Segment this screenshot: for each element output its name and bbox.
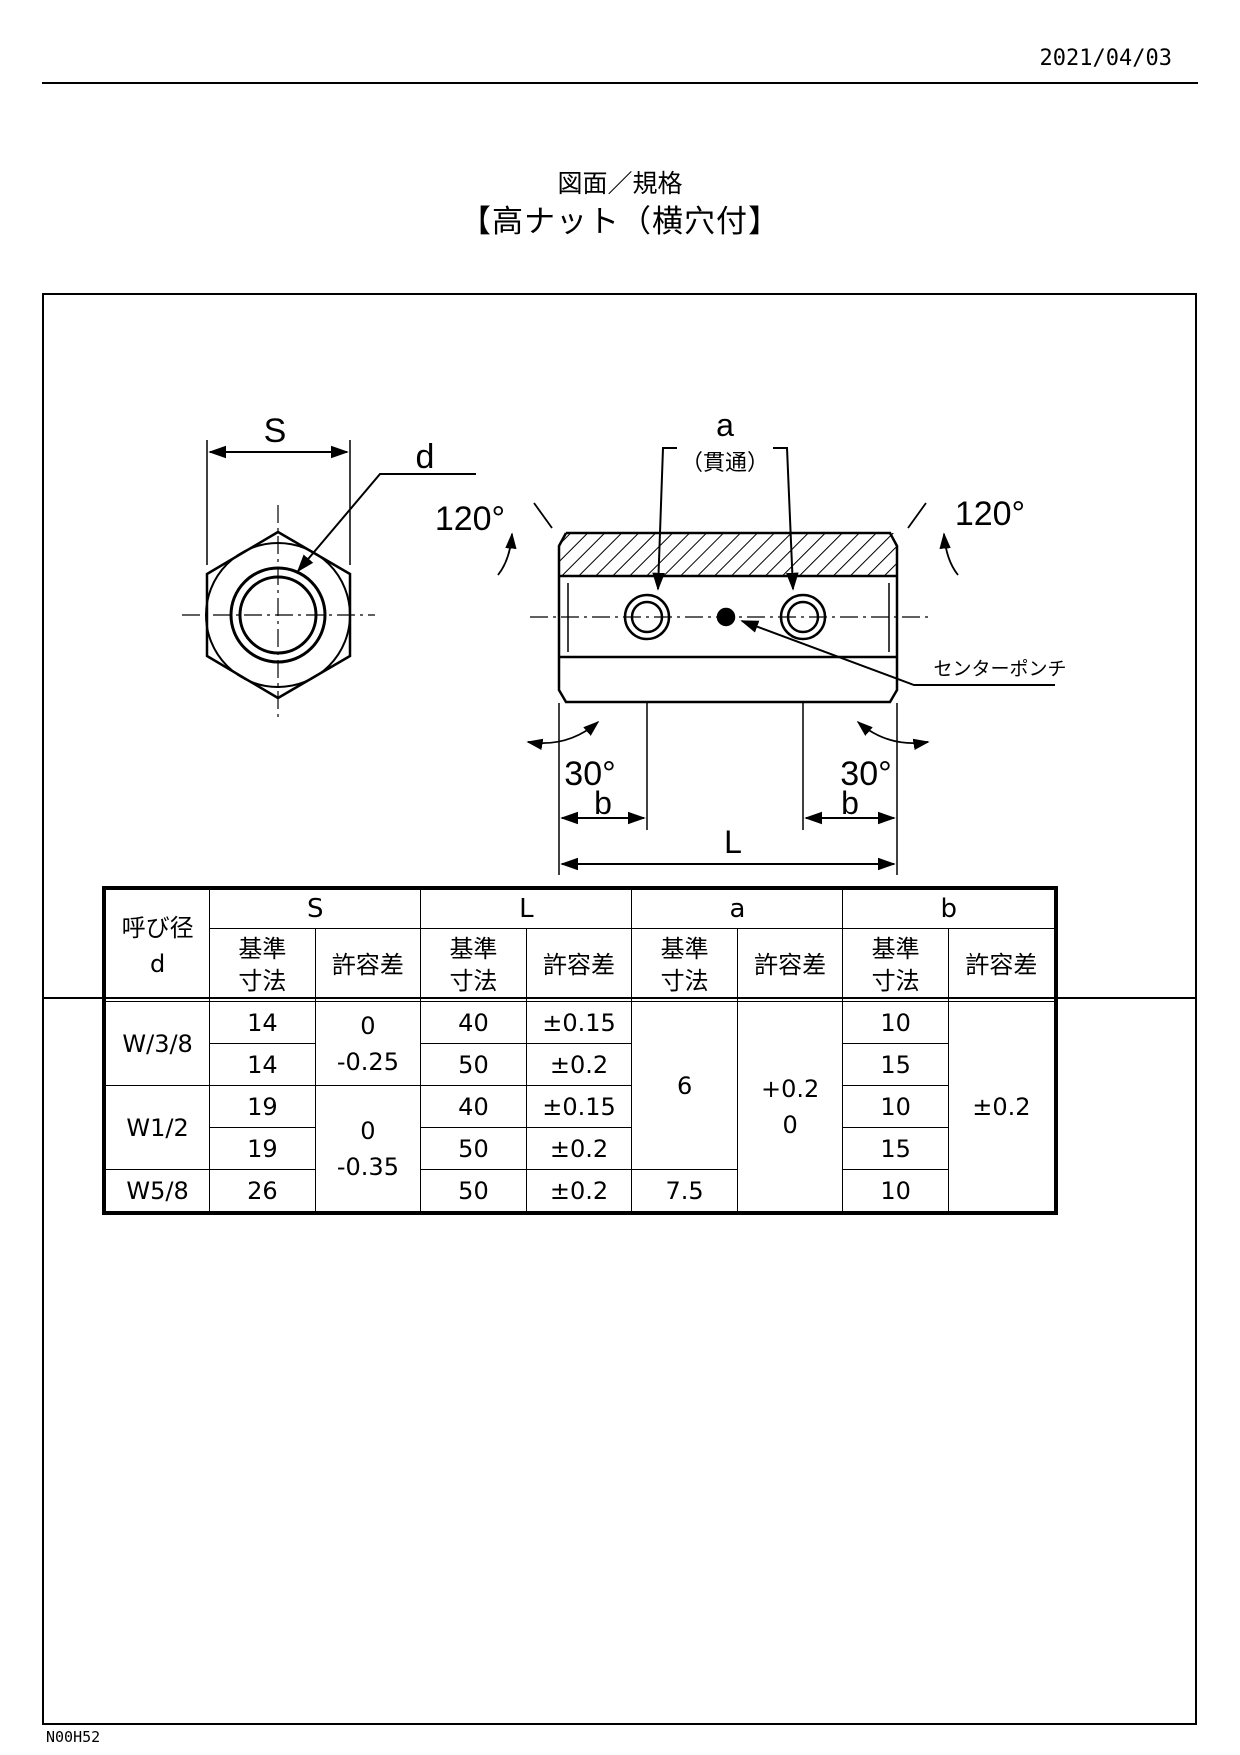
center-punch-leader <box>740 620 1055 686</box>
a-leader-left <box>652 447 677 591</box>
l-base-cell: 50 <box>420 1169 527 1214</box>
l-base-cell: 40 <box>420 1001 527 1044</box>
header-s-tol: 許容差 <box>314 928 422 1002</box>
header-b-base: 基準寸法 <box>842 928 949 1002</box>
a-base-cell: 7.5 <box>631 1169 738 1214</box>
document-date: 2021/04/03 <box>1039 46 1172 71</box>
cross-hole-right <box>779 593 827 641</box>
angle-label-right: 120° <box>955 495 1025 533</box>
technical-drawing: S d a （貫通） 120° 120° センターポン <box>182 407 1067 875</box>
table-row: 19 50 ±0.2 15 <box>104 1127 1056 1170</box>
table-row: W5/8 26 50 ±0.2 7.5 10 <box>103 1169 1056 1214</box>
s-base-cell: 19 <box>209 1085 316 1128</box>
l-tol-cell: ±0.2 <box>525 1169 633 1214</box>
l-tol-cell: ±0.2 <box>525 1127 633 1170</box>
b-base-cell: 15 <box>842 1127 949 1170</box>
nominal-cell: W/3/8 <box>103 1001 211 1086</box>
b-base-cell: 10 <box>842 1001 949 1044</box>
chamfer-label-right: 30° <box>840 755 891 793</box>
b-base-cell: 10 <box>842 1085 949 1128</box>
product-title: 【高ナット（横穴付】 <box>460 204 780 240</box>
header-a: a <box>631 887 844 929</box>
b-base-cell: 15 <box>842 1043 949 1086</box>
l-base-cell: 50 <box>420 1043 527 1086</box>
l-base-cell: 50 <box>420 1127 527 1170</box>
l-tol-cell: ±0.15 <box>525 1001 633 1044</box>
nut-side-view <box>497 447 1055 875</box>
header-l: L <box>420 887 633 929</box>
l-tol-cell: ±0.2 <box>525 1043 633 1086</box>
b-base-cell: 10 <box>842 1169 949 1214</box>
a-base-cell: 6 <box>631 1001 738 1170</box>
a-leader-right <box>773 447 799 591</box>
table-row: 14 50 ±0.2 15 <box>104 1043 1056 1086</box>
document-code: N00H52 <box>46 1728 101 1746</box>
section-hatch <box>560 533 896 576</box>
d-label: d <box>416 438 435 476</box>
s-base-cell: 14 <box>209 1043 316 1086</box>
nut-outline <box>557 531 899 704</box>
s-base-cell: 14 <box>209 1001 316 1044</box>
l-base-cell: 40 <box>420 1085 527 1128</box>
l-label: L <box>724 824 742 860</box>
nominal-cell: W5/8 <box>103 1169 211 1214</box>
a-through-note: （貫通） <box>681 451 769 476</box>
header-nominal-size: 呼び径 d <box>103 887 211 1002</box>
table-row: W1/2 19 0-0.35 40 ±0.15 10 <box>103 1085 1056 1214</box>
header-a-base: 基準寸法 <box>631 928 738 1002</box>
spec-table: 呼び径 d S L a b 基準寸法 許容差 基準寸法 許容差 基準寸法 許容差… <box>102 886 1058 1215</box>
s-base-cell: 19 <box>209 1127 316 1170</box>
cross-hole-left <box>623 593 671 641</box>
s-tol-cell: 0-0.35 <box>314 1085 422 1214</box>
header-a-tol: 許容差 <box>736 928 844 1002</box>
angle-label-left: 120° <box>435 500 505 538</box>
center-punch-mark <box>716 607 736 627</box>
b-tol-cell: ±0.2 <box>947 1001 1057 1214</box>
b-label-left: b <box>594 785 612 821</box>
l-tol-cell: ±0.15 <box>525 1085 633 1128</box>
header-l-base: 基準寸法 <box>420 928 527 1002</box>
a-label: a <box>716 407 734 443</box>
s-tol-cell: 0-0.25 <box>314 1001 422 1086</box>
header-b: b <box>842 887 1057 929</box>
header-s-base: 基準寸法 <box>209 928 316 1002</box>
s-label: S <box>264 412 287 450</box>
header-s: S <box>209 887 422 929</box>
chamfer-label-left: 30° <box>564 755 615 793</box>
nominal-cell: W1/2 <box>103 1085 211 1170</box>
center-punch-label: センターポンチ <box>933 658 1066 680</box>
b-label-right: b <box>841 785 859 821</box>
s-base-cell: 26 <box>209 1169 316 1214</box>
page-title: 図面／規格 <box>557 169 683 198</box>
header-b-tol: 許容差 <box>947 928 1057 1002</box>
hex-end-view <box>182 440 476 722</box>
header-l-tol: 許容差 <box>525 928 633 1002</box>
d-leader <box>296 473 476 573</box>
header-rule <box>42 82 1198 84</box>
